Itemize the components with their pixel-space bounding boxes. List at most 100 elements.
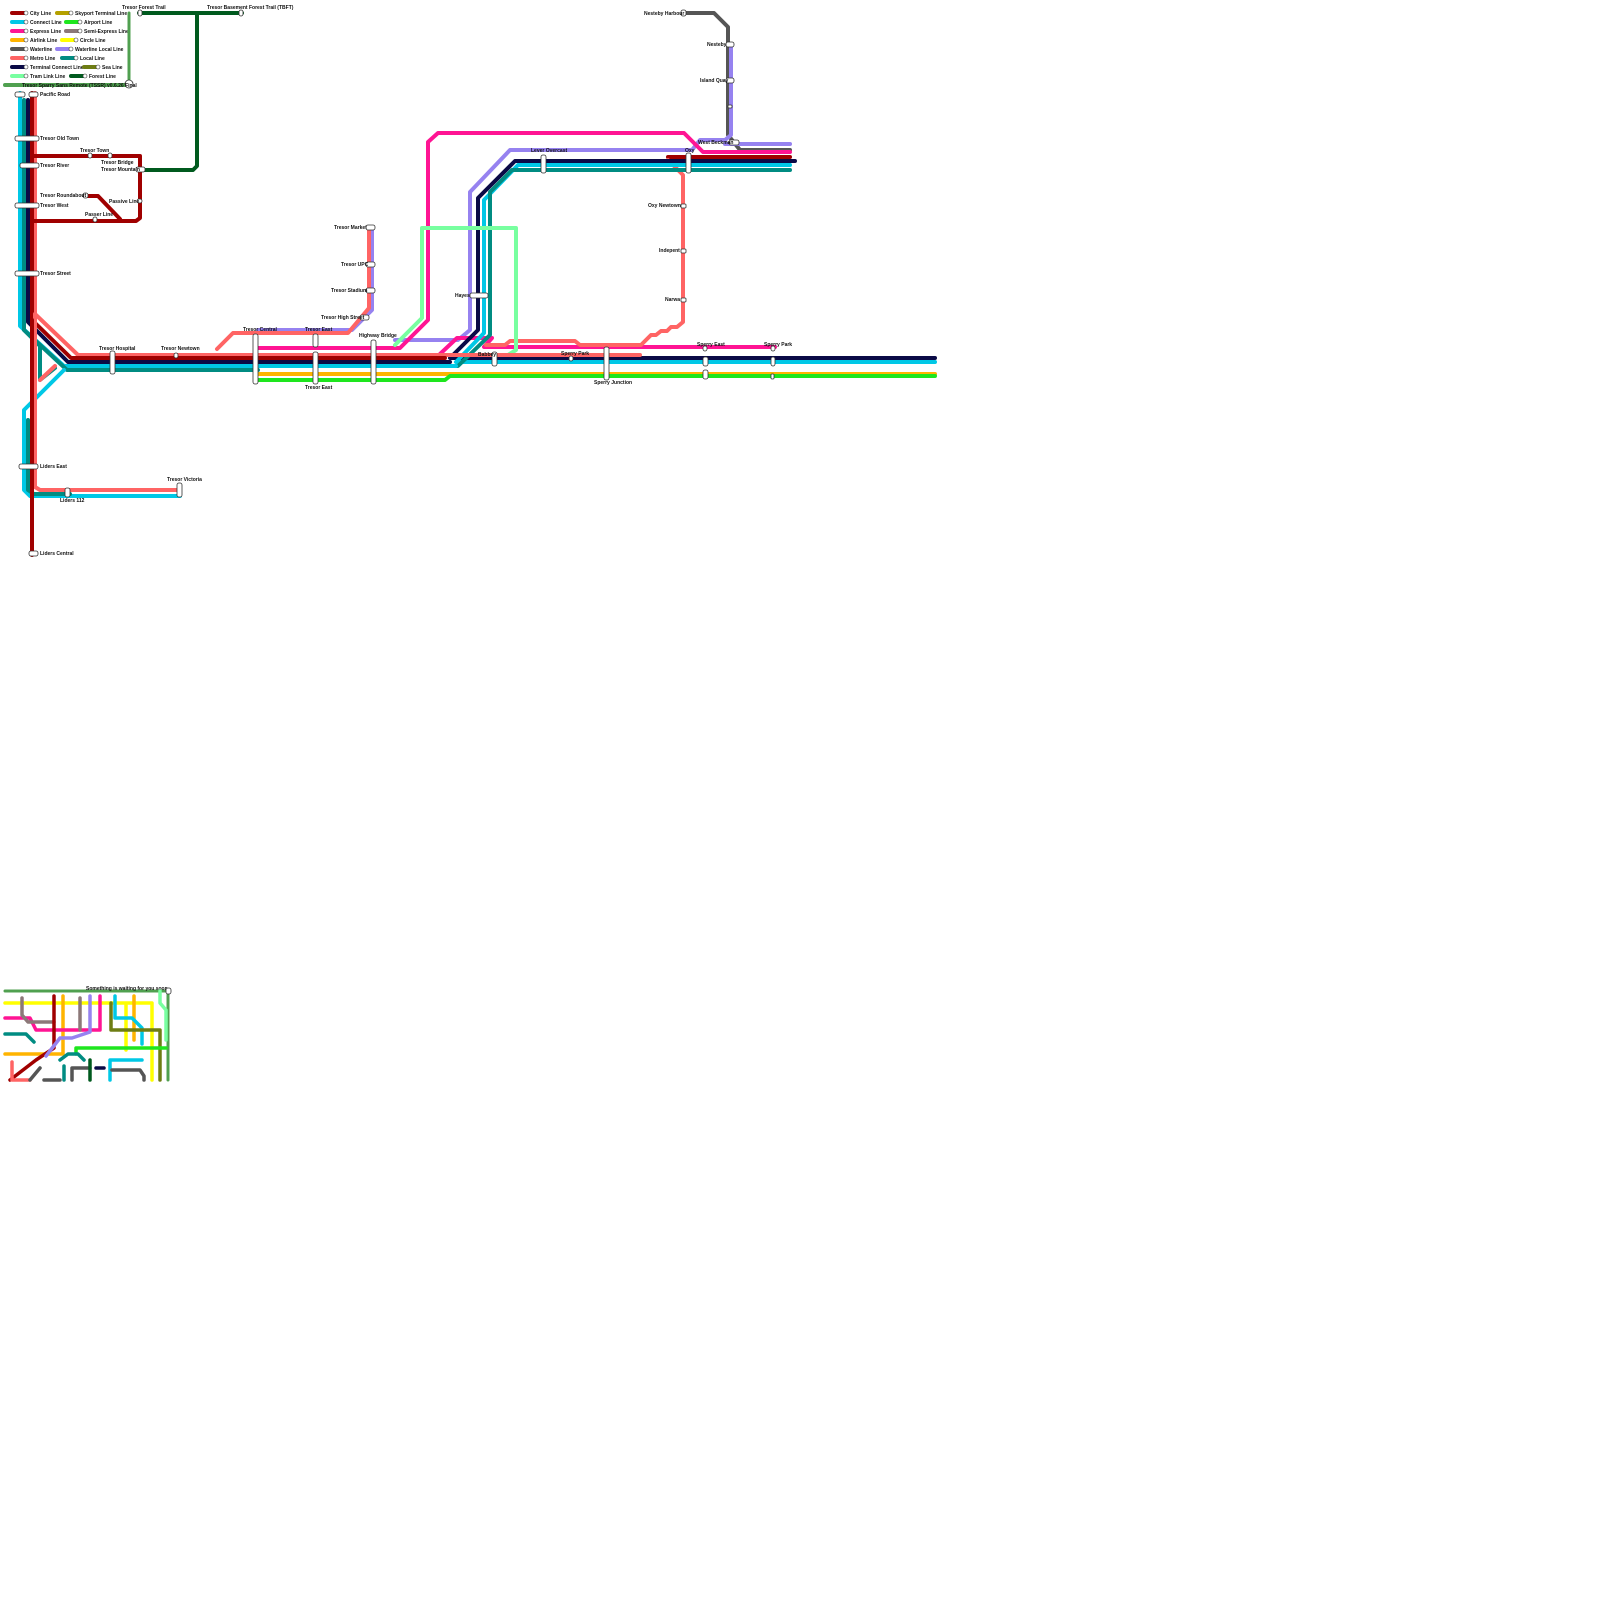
station-marker-west-beckman[interactable] <box>728 139 740 146</box>
legend-label: City Line <box>30 11 51 17</box>
legend-entry-semi-express-line: Semi-Express Line <box>64 28 129 35</box>
station-marker-nesteby[interactable] <box>725 41 735 48</box>
legend-entry-metro-line: Metro Line <box>10 55 55 62</box>
station-marker-tresor-east-top[interactable] <box>312 333 319 348</box>
express-route[interactable] <box>253 131 792 350</box>
station-marker-tresor-bridge[interactable] <box>107 152 113 159</box>
label-tresor-newtown: Tresor Newtown <box>161 346 200 352</box>
station-marker-sperry-junction[interactable] <box>603 346 610 381</box>
legend-label: Semi-Express Line <box>84 29 129 35</box>
legend-label: Metro Line <box>30 56 55 62</box>
station-marker-liders-112[interactable] <box>64 487 71 498</box>
label-sperry-park-small: Sperry Park <box>561 351 589 357</box>
label-narwa: Narwa <box>665 297 680 303</box>
forest-line[interactable] <box>137 11 244 172</box>
station-marker-tresor-newtown[interactable] <box>173 352 179 359</box>
station-marker-tresor-west[interactable] <box>14 202 40 209</box>
terminal-connect-route-main[interactable] <box>26 98 452 364</box>
station-marker-tresor-stadium[interactable] <box>365 287 376 294</box>
label-tresor-bridge: Tresor Bridge <box>101 160 134 166</box>
minimap[interactable]: Something is waiting for you soon <box>3 986 172 1082</box>
legend-entry-sea-line: Sea Line <box>82 64 123 71</box>
airport-route[interactable] <box>253 374 937 382</box>
station-marker-tresor-street[interactable] <box>14 270 40 277</box>
station-marker-intermediate[interactable] <box>727 104 733 109</box>
station-marker-passer-line[interactable] <box>92 216 98 223</box>
station-marker-tresor-river[interactable] <box>19 162 40 169</box>
station-marker-babbey[interactable] <box>491 351 498 367</box>
station-marker-tbft[interactable] <box>238 9 244 17</box>
city-route-main[interactable] <box>30 91 447 360</box>
connect-route-east[interactable] <box>454 163 937 364</box>
legend-label: Connect Line <box>30 20 62 26</box>
legend-entry-local-line: Local Line <box>60 55 105 62</box>
label-tresor-street: Tresor Street <box>40 271 71 277</box>
label-tresor-hospital: Tresor Hospital <box>99 346 136 352</box>
terminal-connect-route-east[interactable] <box>448 159 937 360</box>
legend-label: Express Line <box>30 29 61 35</box>
station-marker-tresor-hospital[interactable] <box>109 350 116 375</box>
station-labels: Tresor Sparry Sans Remote (TSSR) v0.6.26… <box>22 5 792 557</box>
minimap-express-line <box>3 994 102 1032</box>
metro-route-oxy[interactable] <box>484 158 685 347</box>
city-route-loop[interactable] <box>30 154 142 223</box>
station-marker-tresor-upc[interactable] <box>365 261 376 268</box>
label-hayes: Hayes <box>455 293 470 299</box>
legend-entry-forest-line: Forest Line <box>69 73 116 80</box>
label-lever-overcast: Lever Overcast <box>531 148 567 154</box>
station-marker-sperry-park-a[interactable] <box>770 345 776 352</box>
label-west-beckman: West Beckman <box>698 140 733 146</box>
label-oxy: Oxy <box>685 148 695 154</box>
legend-entry-connect-line: Connect Line <box>10 19 62 26</box>
station-marker-sperry-east-b[interactable] <box>702 356 709 367</box>
spawn-station-marker[interactable] <box>124 79 134 89</box>
station-marker-oxy-newtown[interactable] <box>680 203 687 209</box>
station-marker-sperry-park-b[interactable] <box>770 356 776 367</box>
local-route-main[interactable] <box>22 98 260 372</box>
station-marker-tresor-forest-trail[interactable] <box>137 9 143 17</box>
legend-label: Skyport Terminal Line <box>75 11 127 17</box>
station-marker-lever-overcast[interactable] <box>540 154 547 174</box>
station-marker-sperry-park-c[interactable] <box>770 373 775 380</box>
station-marker-tresor-victoria[interactable] <box>176 482 183 498</box>
station-marker-tresor-old-town[interactable] <box>14 135 40 142</box>
station-marker-oxy[interactable] <box>685 152 692 174</box>
minimap-semi-express-line <box>20 996 82 1032</box>
station-marker-tresor-town[interactable] <box>87 152 93 159</box>
label-island-quay: Island Quay <box>700 78 729 84</box>
station-marker-sperry-east-c[interactable] <box>702 369 709 380</box>
legend-entry-city-line: City Line <box>10 10 51 17</box>
station-marker-tresor-mountain[interactable] <box>135 166 146 173</box>
metro-route-south[interactable] <box>33 312 182 492</box>
station-marker-hayes[interactable] <box>469 292 489 299</box>
station-marker-pacific-road-a[interactable] <box>14 91 26 98</box>
station-marker-passive-line[interactable] <box>136 198 143 204</box>
connect-route-south[interactable] <box>22 368 182 498</box>
label-tresor-east-bottom: Tresor East <box>305 385 333 391</box>
legend-entry-circle-line: Circle Line <box>60 37 106 44</box>
station-marker-liders-east[interactable] <box>18 463 39 470</box>
station-marker-tresor-roundabout[interactable] <box>82 192 89 199</box>
station-marker-pacific-road-b[interactable] <box>28 91 39 98</box>
station-marker-sperry-east-a[interactable] <box>702 345 708 352</box>
local-route-east[interactable] <box>253 168 792 368</box>
station-marker-liders-central[interactable] <box>28 550 39 557</box>
station-marker-tresor-market[interactable] <box>365 224 376 231</box>
station-marker-island-quay[interactable] <box>725 77 735 84</box>
legend: City Line Skyport Terminal Line Connect … <box>10 10 129 80</box>
station-marker-narwa[interactable] <box>680 297 687 303</box>
metro-market-branch[interactable] <box>215 226 371 351</box>
station-marker-indepent[interactable] <box>680 248 687 254</box>
station-marker-tresor-central[interactable] <box>252 333 259 385</box>
label-babbey: Babbey <box>478 352 496 358</box>
station-marker-tresor-high-street[interactable] <box>359 314 370 321</box>
station-marker-tresor-east-bottom[interactable] <box>312 351 319 385</box>
label-tresor-forest-trail: Tresor Forest Trail <box>122 5 166 11</box>
legend-label: Airlink Line <box>30 38 57 44</box>
waterline-local-route-east[interactable] <box>393 43 733 342</box>
station-marker-highway-bridge[interactable] <box>370 339 377 385</box>
connect-route-main[interactable] <box>18 91 458 368</box>
station-marker-nesteby-harbour[interactable] <box>680 9 687 17</box>
station-marker-sperry-park-small[interactable] <box>568 355 574 362</box>
